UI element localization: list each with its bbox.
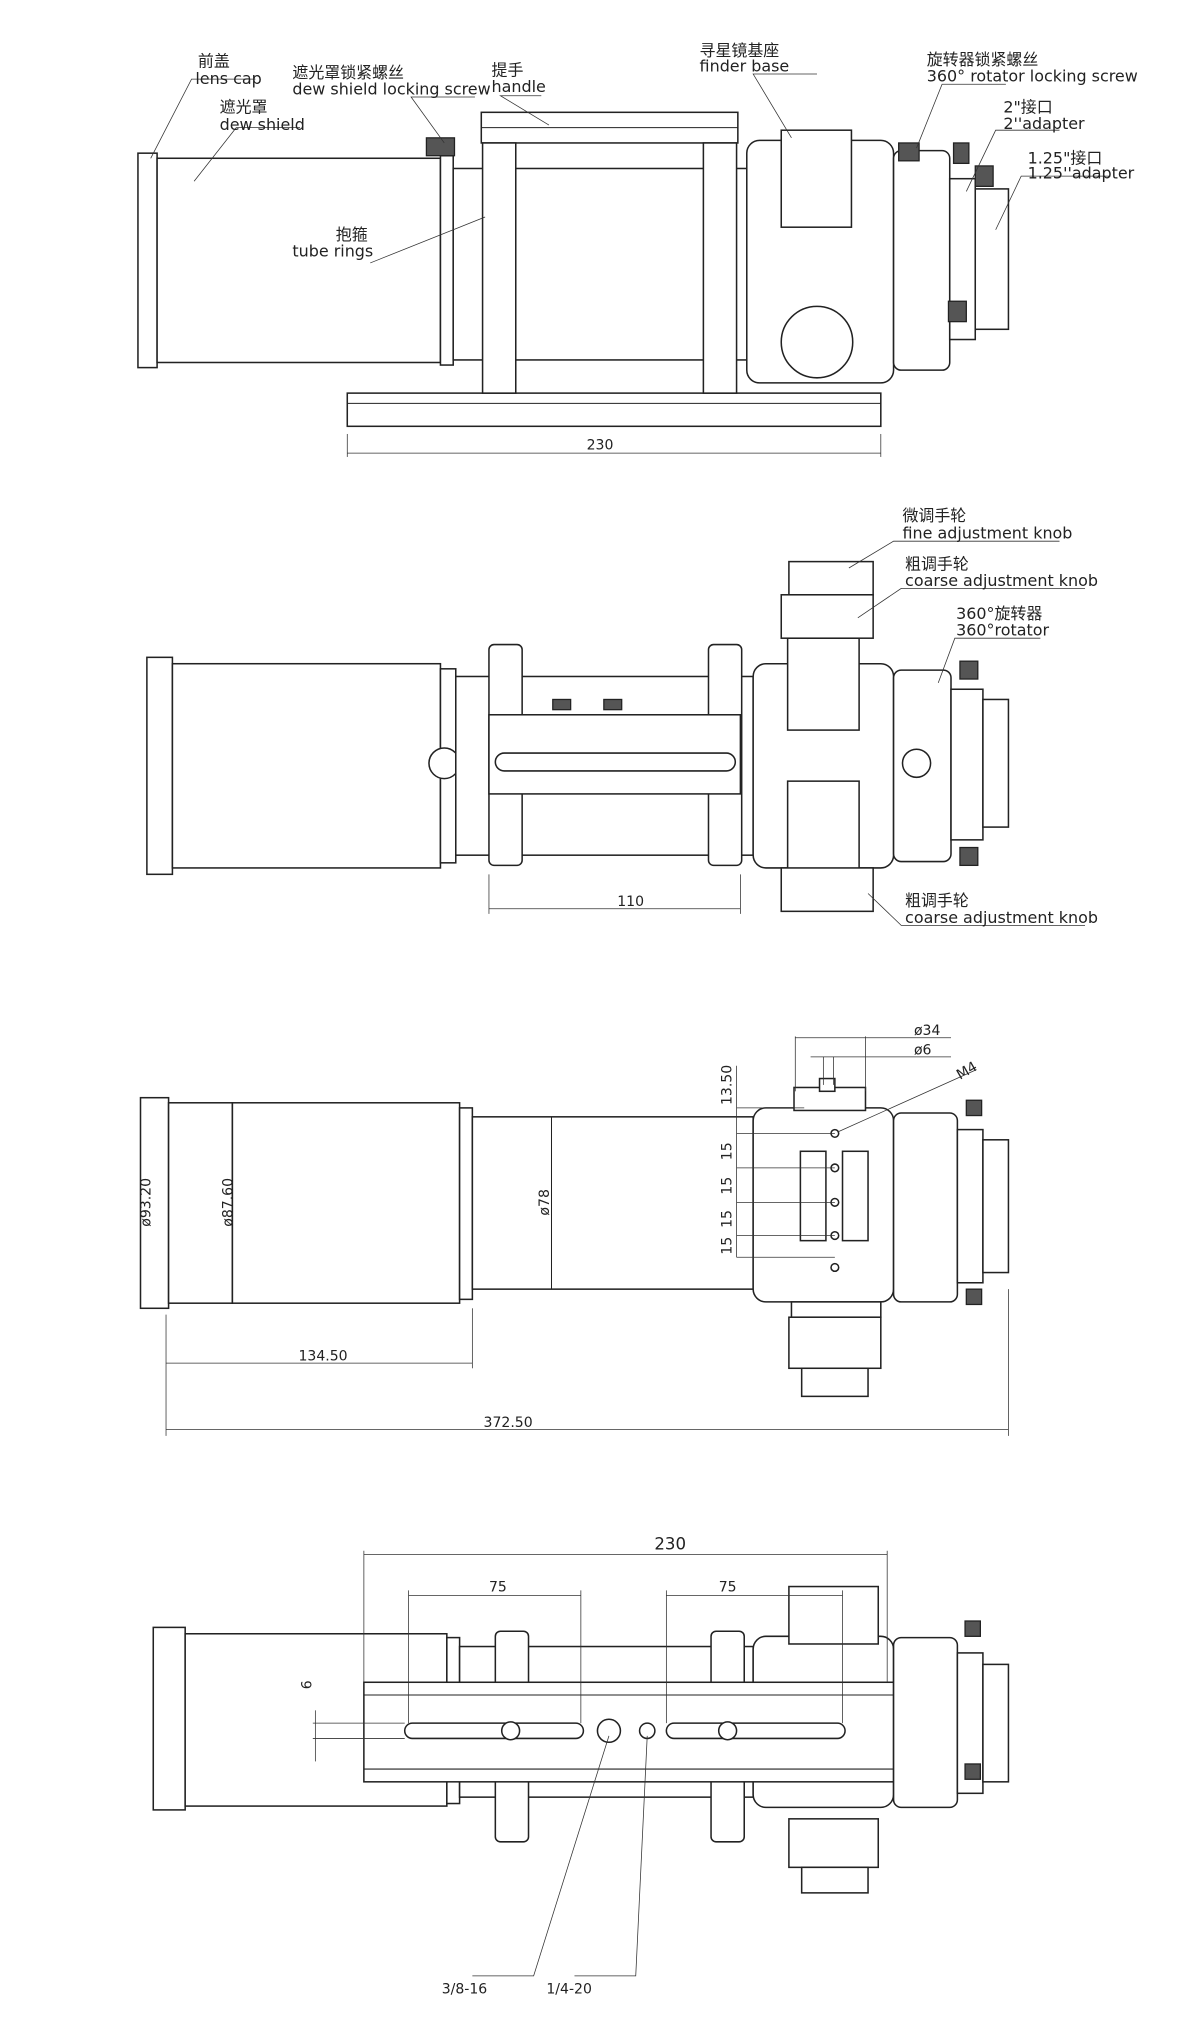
finder-side-view <box>139 1036 1010 1436</box>
coarse-knob2-label-cn: 粗调手轮 <box>905 891 969 910</box>
ring-spacing-dim: 110 <box>617 894 644 910</box>
tube-ring <box>702 142 738 394</box>
rotator <box>892 149 951 371</box>
dew-screw <box>425 137 456 157</box>
dew-shield-label: dew shield <box>220 115 305 134</box>
rotator-label-cn: 360°旋转器 <box>956 604 1042 623</box>
thread-1-4-20-label: 1/4-20 <box>546 1982 592 1998</box>
coarse-knob <box>788 1585 880 1645</box>
fine-knob-label-cn: 微调手轮 <box>903 506 967 525</box>
rail-length-dim: 230 <box>654 1535 686 1554</box>
dew-length-dim: 134.50 <box>298 1349 347 1365</box>
tube-rings-label: tube rings <box>292 242 373 261</box>
finder-base-label: finder base <box>700 56 790 75</box>
adapter125-label-cn: 1.25"接口 <box>1028 148 1103 167</box>
dew-screw-label: dew shield locking screw <box>292 79 490 98</box>
dew-diameter-dim: ø87.60 <box>220 1178 236 1227</box>
hole-pitch-dim: 15 <box>719 1237 735 1255</box>
hole-3-8-16 <box>596 1718 622 1744</box>
hole-pitch-dim: 15 <box>719 1210 735 1228</box>
coarse-knob-label: coarse adjustment knob <box>905 571 1098 590</box>
adapter <box>974 188 1010 331</box>
adapter2-label: 2''adapter <box>1003 114 1085 133</box>
side-view <box>137 73 1111 457</box>
bottom-view <box>152 1550 1010 1977</box>
top-view <box>146 540 1086 926</box>
finder-base-label-cn: 寻星镜基座 <box>700 41 780 60</box>
dew-shield <box>156 157 442 364</box>
handle-label-cn: 提手 <box>492 60 524 79</box>
tube-rings-label-cn: 抱箍 <box>336 225 368 244</box>
tube-ring <box>481 142 517 394</box>
focus-knob <box>780 305 854 379</box>
dew-screw-label-cn: 遮光罩锁紧螺丝 <box>292 63 404 82</box>
tube-diameter-dim: ø78 <box>537 1189 553 1215</box>
adapter125-label: 1.25''adapter <box>1028 164 1135 183</box>
rotator-label: 360°rotator <box>956 621 1049 640</box>
pin-diameter-dim: ø6 <box>914 1042 932 1058</box>
coarse-knob-2 <box>780 867 874 913</box>
fine-knob <box>788 560 874 596</box>
coarse-knob-label-cn: 粗调手轮 <box>905 554 969 573</box>
lens-cap-label-cn: 前盖 <box>198 51 230 70</box>
cap-diameter-dim: ø93.20 <box>139 1178 155 1227</box>
coarse-knob2-label: coarse adjustment knob <box>905 908 1098 927</box>
thread-m4-dim: M4 <box>954 1059 980 1083</box>
hole-pitch-dim: 15 <box>719 1177 735 1195</box>
handle-label: handle <box>492 77 546 96</box>
finder-height-dim: 13.50 <box>719 1065 735 1105</box>
base-length-dim: 230 <box>587 437 614 453</box>
finder-width-dim: ø34 <box>914 1023 941 1039</box>
coarse-knob <box>780 594 874 639</box>
rotator-screw-label: 360° rotator locking screw <box>927 67 1138 86</box>
thread-3-8-16-label: 3/8-16 <box>442 1982 488 1998</box>
lens-cap <box>137 152 158 369</box>
dew-shield-label-cn: 遮光罩 <box>220 97 268 116</box>
slot1-dim: 75 <box>489 1580 507 1596</box>
slot-width-dim: 6 <box>300 1680 316 1689</box>
fine-knob-label: fine adjustment knob <box>903 524 1073 543</box>
finder-base <box>780 129 853 228</box>
total-length-dim: 372.50 <box>484 1415 533 1431</box>
hole-pitch-dim: 15 <box>719 1142 735 1160</box>
lens-cap-label: lens cap <box>195 69 261 88</box>
slot2-dim: 75 <box>719 1580 737 1596</box>
rotator-screw-label-cn: 旋转器锁紧螺丝 <box>927 50 1039 69</box>
adapter2-label-cn: 2"接口 <box>1003 97 1052 116</box>
